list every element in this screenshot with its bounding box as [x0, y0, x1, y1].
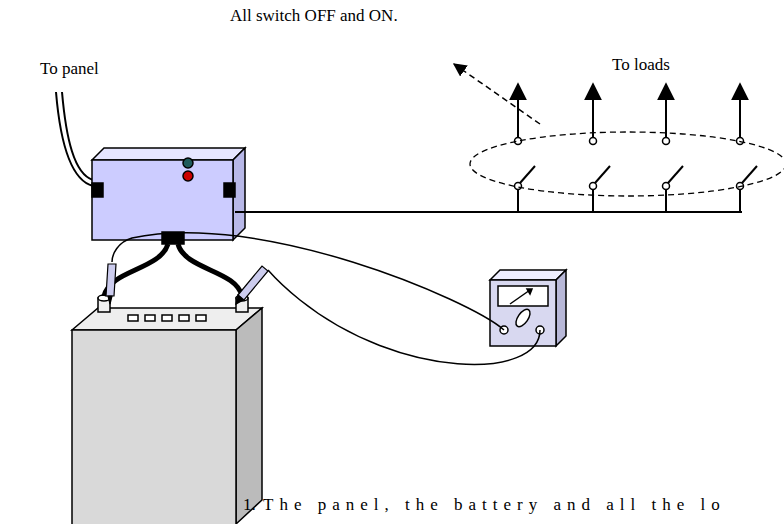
- note-text: The panel, the battery and all the lo: [263, 496, 726, 515]
- note-text: All switch OFF and ON.: [230, 7, 398, 26]
- switch-symbol: [737, 84, 758, 212]
- charge-controller: [92, 148, 245, 244]
- battery-cable: [104, 244, 242, 296]
- item-number: 1.: [243, 496, 256, 515]
- test-probe: [106, 264, 268, 304]
- note-text: To panel: [40, 60, 99, 79]
- load-switches: [515, 84, 758, 212]
- switch-group-outline: [470, 132, 784, 196]
- battery: [72, 295, 262, 524]
- multimeter: [490, 270, 566, 346]
- panel-wire: [56, 92, 93, 186]
- switch-symbol: [663, 84, 684, 212]
- meter-lead: [112, 233, 540, 365]
- note-text: To loads: [612, 56, 670, 75]
- callout-arrow: [454, 64, 540, 124]
- switch-symbol: [515, 84, 536, 212]
- switch-symbol: [590, 84, 611, 212]
